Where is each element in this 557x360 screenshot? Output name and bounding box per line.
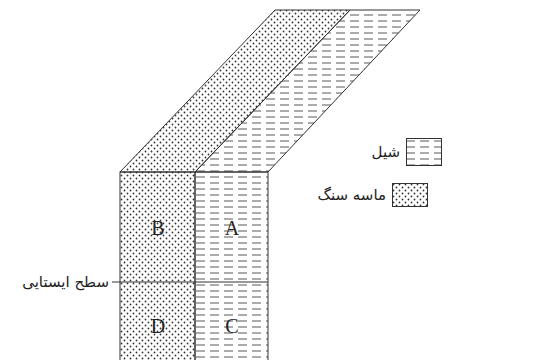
legend-swatch [406,138,442,166]
zone-letter: C [225,314,238,338]
shale-layer [195,10,420,360]
zone-letter: B [151,216,164,240]
legend-text: ماسه سنگ [317,186,386,204]
legend-item: شیل [372,138,442,166]
legend-text: شیل [372,143,400,161]
zone-letter: A [225,216,239,240]
zone-letter: D [151,314,165,338]
legend-item: ماسه سنگ [317,183,428,207]
legend-swatch [392,183,428,207]
water-table-line [105,282,268,283]
water-table-label: سطح ایستایی [19,273,112,291]
